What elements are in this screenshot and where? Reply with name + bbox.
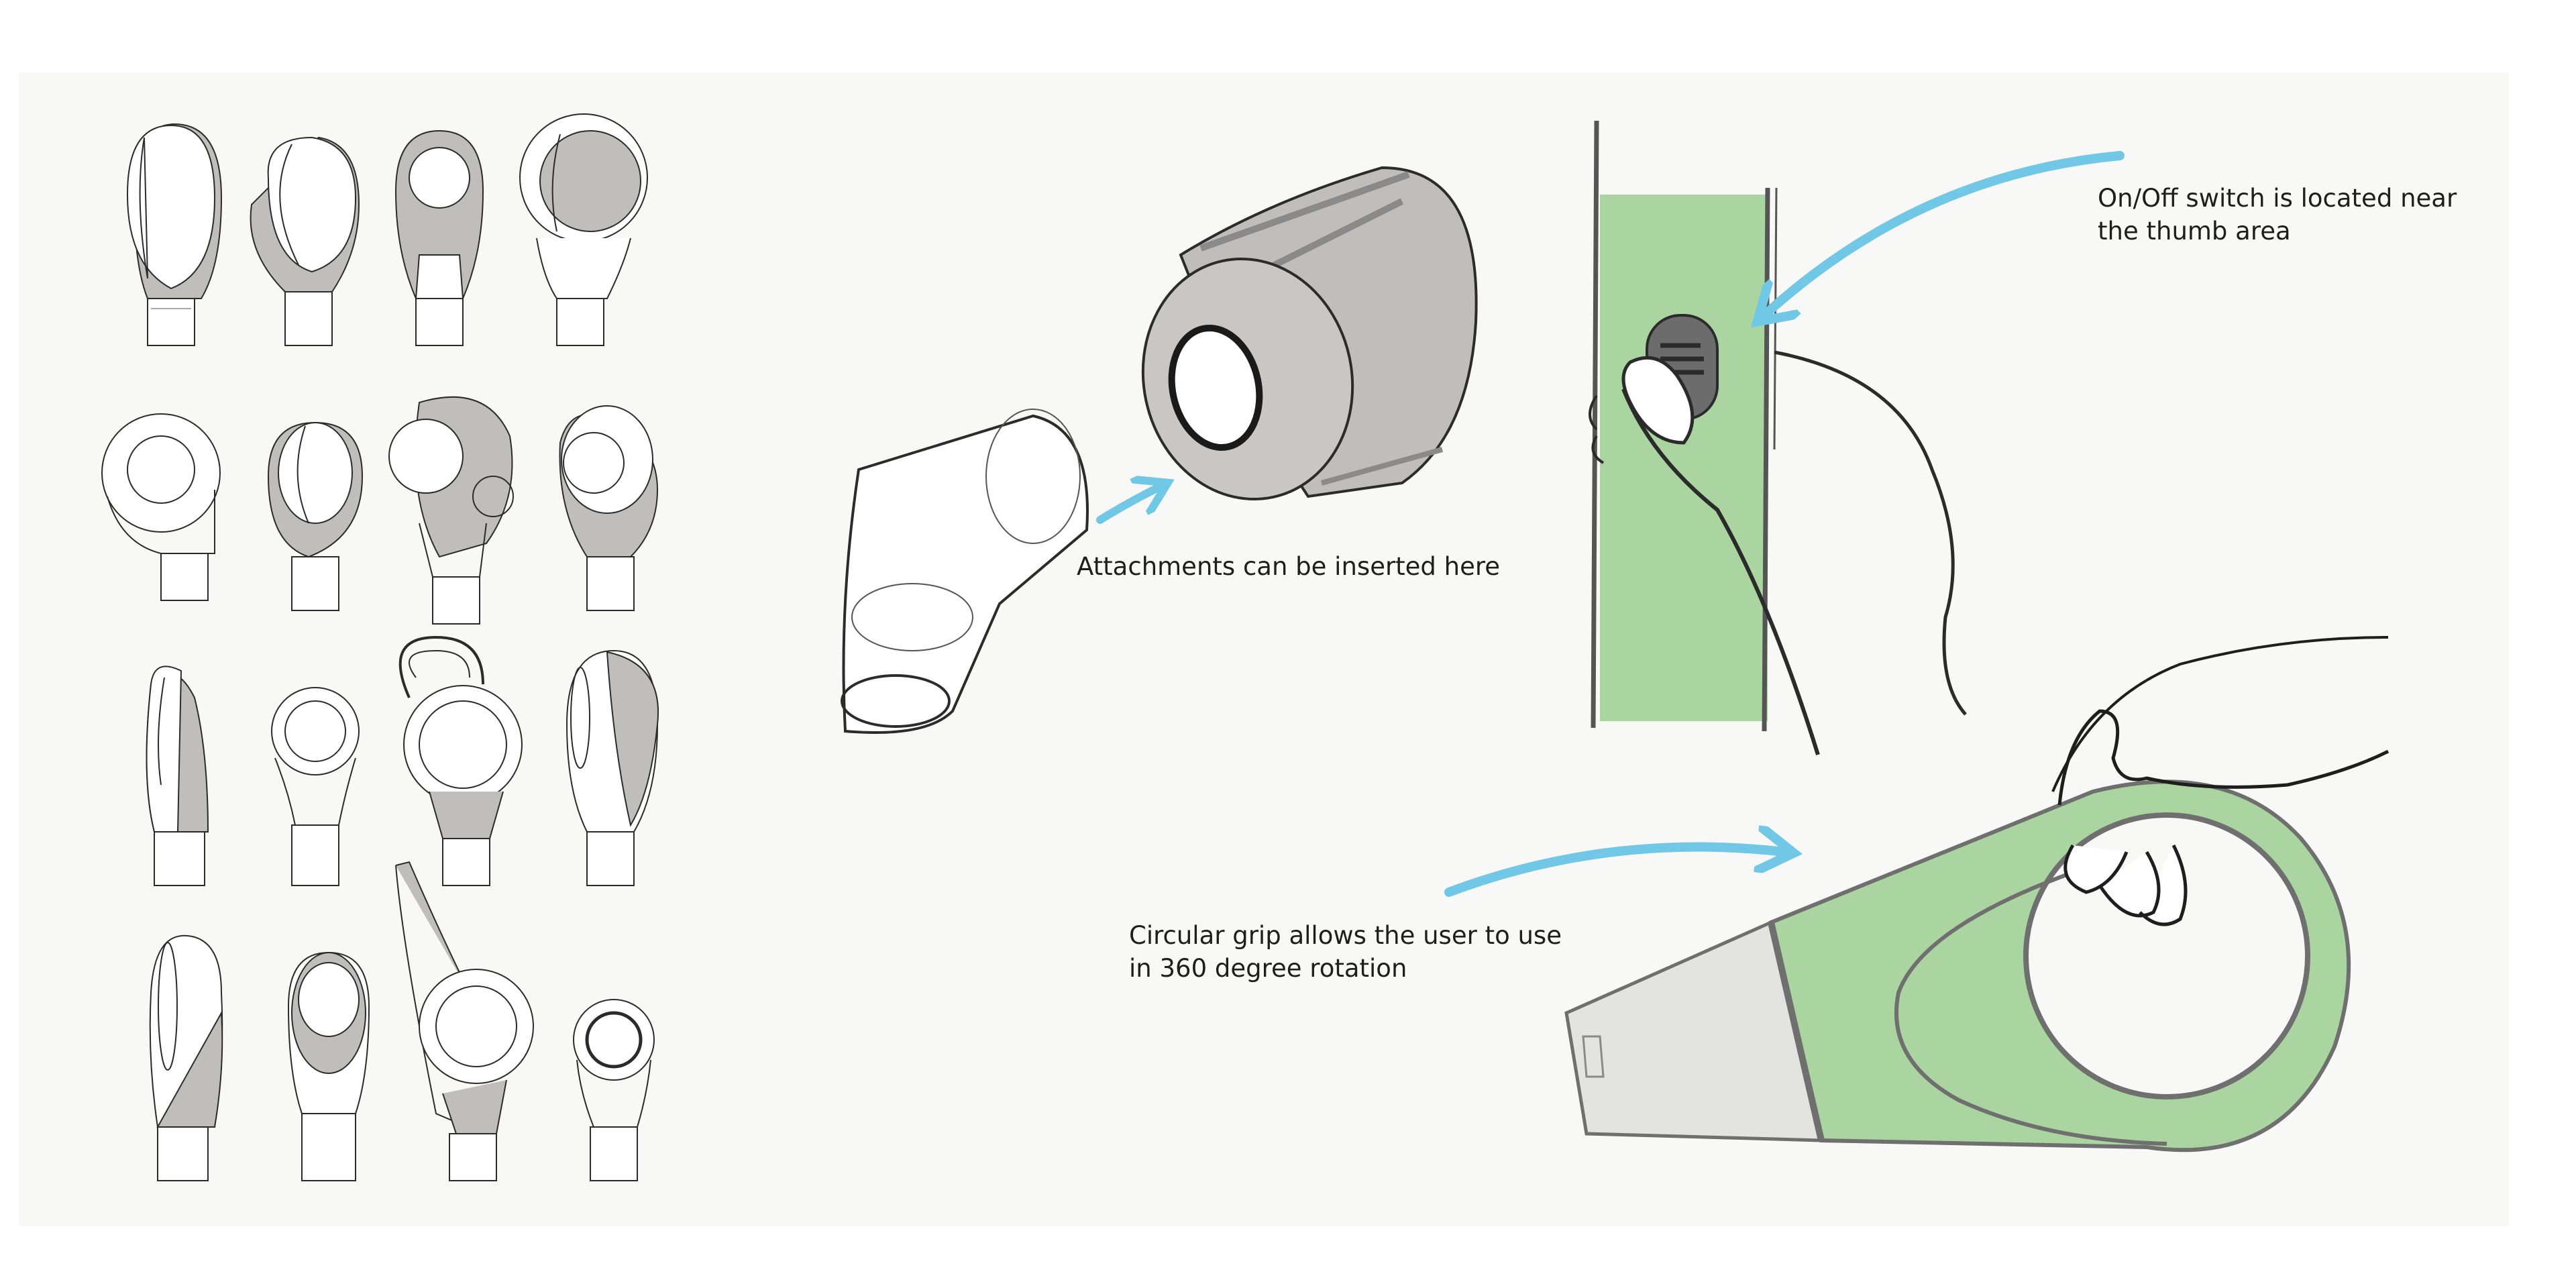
concept-sketch-4 xyxy=(519,113,648,346)
ring-grip-vacuum xyxy=(1564,636,2390,1152)
grip-arrow xyxy=(1444,847,1784,897)
switch-note: On/Off switch is located near the thumb … xyxy=(2098,184,2457,246)
concept-grid xyxy=(101,113,659,1181)
attachments-note: Attachments can be inserted here xyxy=(1077,552,1501,581)
concept-sketch-5 xyxy=(101,413,221,601)
concept-sketch-9 xyxy=(146,665,209,886)
grip-note: Circular grip allows the user to use in … xyxy=(1129,921,1562,983)
concept-sketch-11 xyxy=(398,635,523,886)
vacuum-nozzle xyxy=(1141,166,1478,500)
concept-sketch-16 xyxy=(573,999,655,1181)
concept-sketch-7 xyxy=(388,396,514,625)
concept-sketch-3 xyxy=(394,129,484,346)
switch-view xyxy=(1589,120,1967,755)
elbow-attachment xyxy=(841,409,1089,734)
concept-sketch-15 xyxy=(395,861,534,1181)
switch-arrow xyxy=(1764,151,2125,315)
attach-arrow xyxy=(1096,486,1161,524)
concept-sketch-6 xyxy=(267,421,364,611)
concept-sketch-10 xyxy=(271,687,360,886)
concept-sketch-14 xyxy=(287,951,370,1181)
concept-sketch-12 xyxy=(566,649,659,886)
concept-sketch-13 xyxy=(149,934,223,1181)
concept-sketch-2 xyxy=(250,136,360,346)
concept-sketch-1 xyxy=(126,123,223,346)
concept-sketch-8 xyxy=(559,405,659,611)
